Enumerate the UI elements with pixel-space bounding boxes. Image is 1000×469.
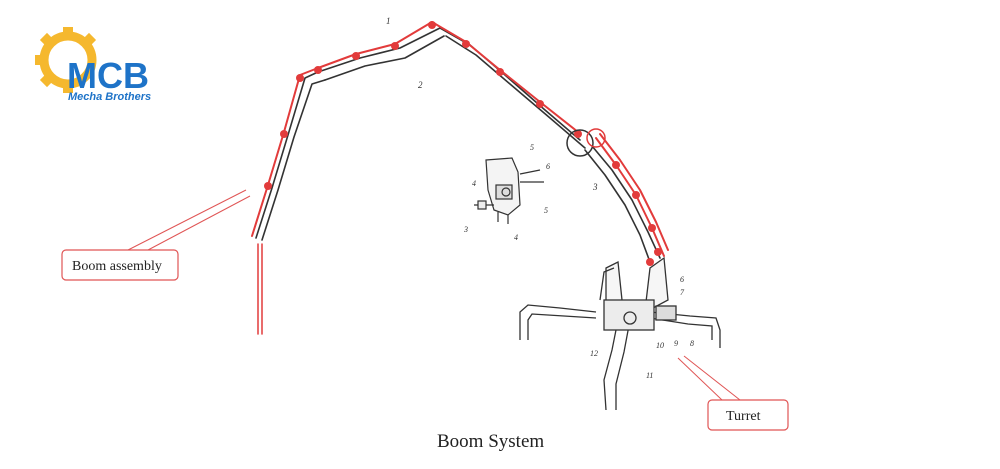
logo-brand: MCB — [67, 55, 149, 96]
turret-part-numbers: 6 7 8 9 10 12 11 — [590, 275, 694, 380]
callout-label: Boom assembly — [72, 259, 162, 274]
callout-boom-assembly: Boom assembly — [61, 189, 251, 281]
part-number: 12 — [590, 349, 598, 358]
logo-tagline: Mecha Brothers — [68, 91, 151, 103]
detail-part-numbers: 5 6 4 5 3 4 — [463, 143, 550, 242]
diagram-caption: Boom System — [437, 431, 544, 452]
part-number: 3 — [463, 225, 468, 234]
part-number: 10 — [656, 341, 664, 350]
part-number: 3 — [592, 182, 598, 192]
callout-label: Turret — [726, 409, 761, 424]
part-number: 9 — [674, 339, 678, 348]
part-number: 2 — [418, 80, 423, 90]
detail-subassembly — [474, 157, 544, 224]
part-number: 5 — [544, 206, 548, 215]
turret-highlights — [646, 258, 654, 266]
part-number: 8 — [690, 339, 694, 348]
part-number: 6 — [680, 275, 684, 284]
mcb-logo: MCB Mecha Brothers — [35, 27, 151, 103]
callout-turret: Turret — [677, 355, 789, 431]
part-number: 11 — [646, 371, 653, 380]
part-number: 1 — [386, 16, 391, 26]
part-number: 7 — [680, 288, 685, 297]
boom-assembly — [251, 21, 669, 335]
turret-assembly — [519, 256, 721, 411]
part-number: 6 — [546, 162, 550, 171]
part-number: 4 — [472, 179, 476, 188]
boom-part-numbers: 1 2 3 — [386, 16, 598, 192]
part-number: 5 — [530, 143, 534, 152]
part-number: 4 — [514, 233, 518, 242]
